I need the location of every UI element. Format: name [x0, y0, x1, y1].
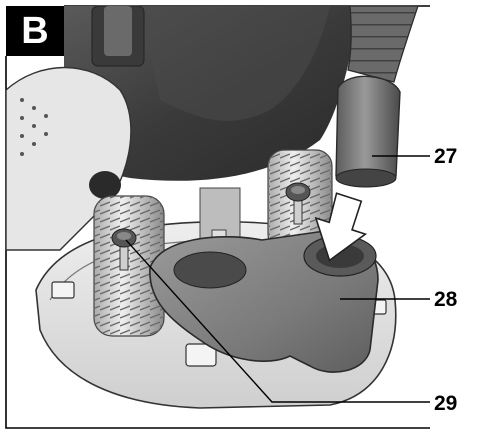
insertion-arrow — [314, 192, 368, 262]
hose-end-opening — [335, 168, 397, 188]
screw-right — [285, 182, 311, 225]
panel-letter: B — [21, 9, 49, 52]
panel-letter-badge: B — [6, 6, 64, 56]
callout-29-label: 29 — [434, 392, 458, 415]
base-clip-left — [51, 281, 75, 299]
callout-28-label: 28 — [434, 288, 458, 311]
depth-knob-top — [104, 6, 132, 56]
screw-left — [111, 228, 137, 271]
handle-grip-dots — [20, 98, 48, 156]
handle-clamp — [89, 171, 121, 199]
callout-27-label: 27 — [434, 145, 458, 168]
base-clip-front — [185, 343, 217, 367]
housing-highlight — [140, 6, 330, 121]
adapter-inner-opening — [173, 251, 247, 289]
leader-line-29 — [125, 239, 430, 403]
